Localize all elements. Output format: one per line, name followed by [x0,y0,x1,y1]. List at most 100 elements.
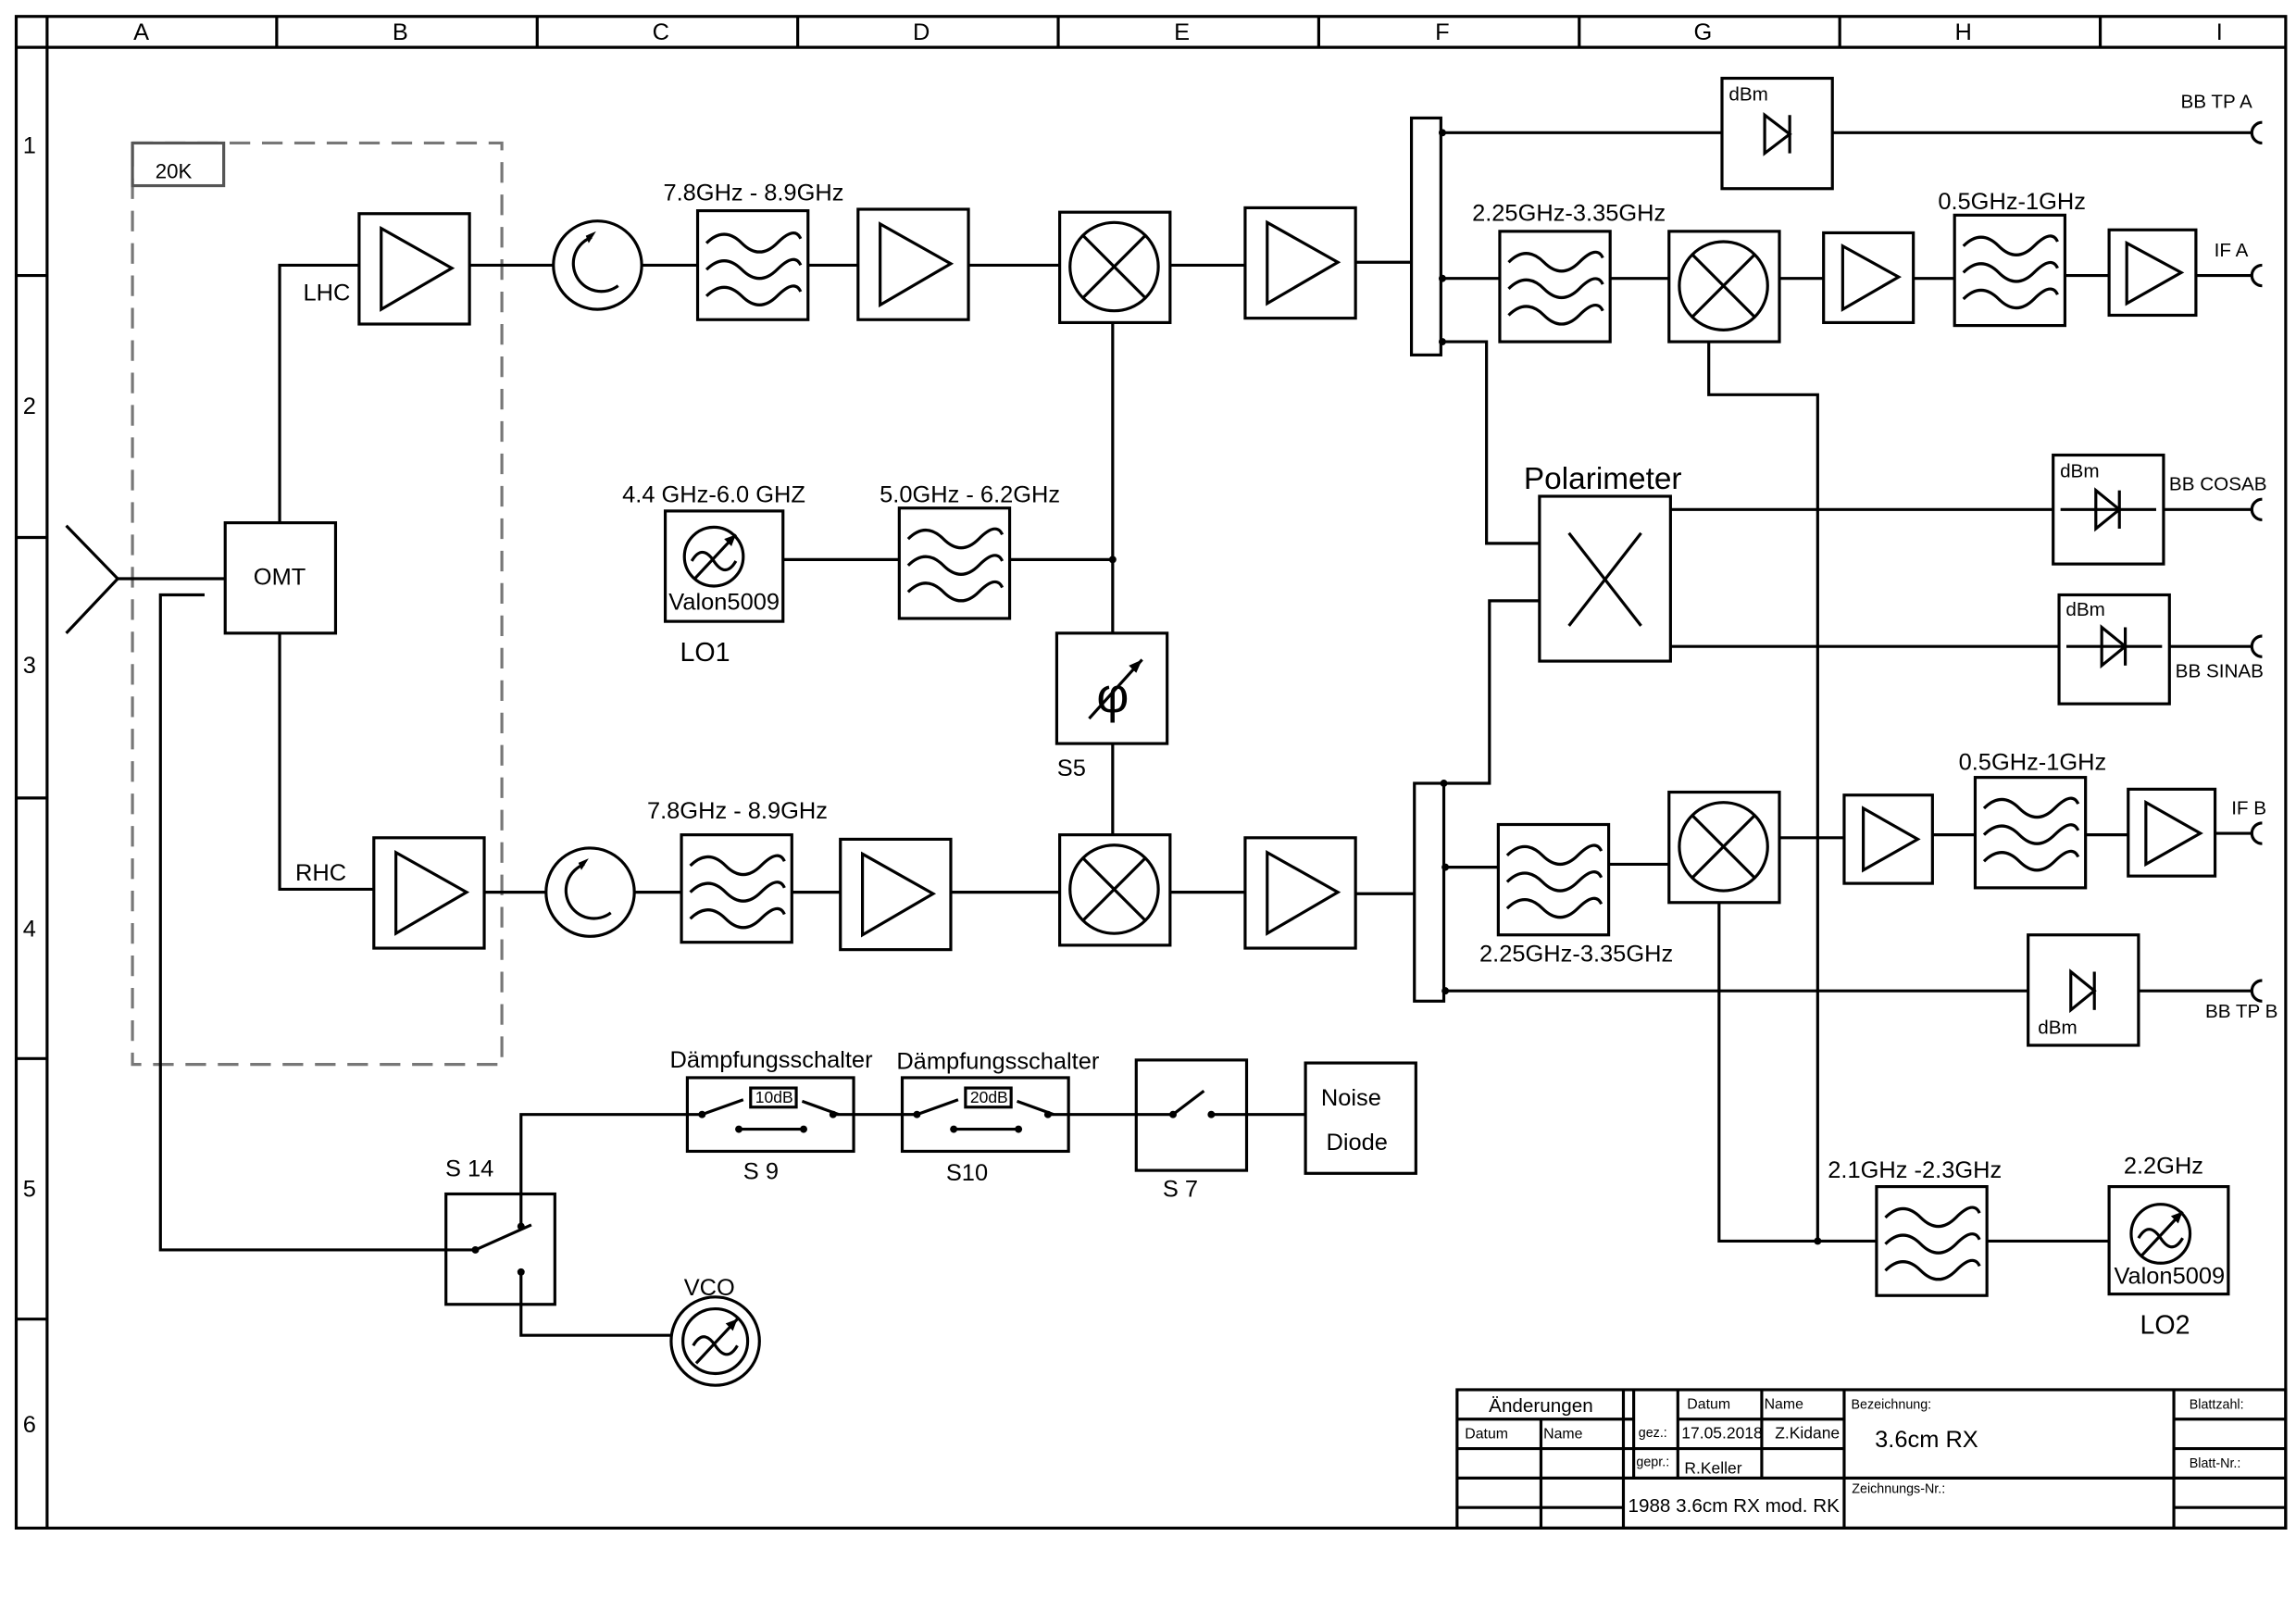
switch-s14 [444,1192,556,1306]
bb-lowpass-filter-a [1953,213,2066,328]
feed-horn-icon [65,524,226,634]
if-amp-rhc [1243,836,1357,950]
detector-bb-sinab [2057,593,2171,706]
tb-bezeichnung: 3.6cm RX [1875,1427,1978,1453]
port-connector-icon [2250,979,2263,1003]
amplifier-icon [2144,799,2203,868]
mixer-if-a [1667,230,1781,344]
lo1-freq-label: 4.4 GHz-6.0 GHZ [622,481,805,507]
splitter-a-taps [1438,129,2252,545]
amplifier-icon [879,221,955,308]
oscillator-icon [669,1295,761,1387]
noise-diode-line1: Noise [1321,1085,1381,1111]
dbm-label-b: dBm [2038,1017,2077,1038]
mixer-rf-rhc [1058,833,1172,947]
bandpass-filter-lhc [695,208,810,321]
splitter-a [1409,116,1442,356]
diode-icon [2069,968,2097,1014]
omt-label: OMT [254,564,306,590]
cal-injection-wire [158,593,446,1252]
if-filter-top-label: 2.25GHz-3.35GHz [1472,201,1666,227]
output-bb-tp-b: BB TP B [2205,1001,2277,1022]
amplifier-icon [1841,244,1902,312]
tb-gez-date: 17.05.2018 [1681,1423,1762,1442]
bandpass-filter-rhc [680,833,793,944]
row-label-5: 5 [23,1177,36,1203]
noise-diode-line2: Diode [1327,1130,1388,1156]
lo2-name-label: LO2 [2140,1311,2190,1341]
att2-name: S10 [946,1160,988,1186]
col-label-c: C [653,19,669,45]
lo2-freq-label: 2.2GHz [2124,1153,2203,1179]
dbm-label-a: dBm [1728,83,1767,105]
output-bb-sinab: BB SINAB [2176,661,2264,682]
port-connector-icon [2250,497,2263,522]
col-label-b: B [393,19,408,45]
lo2-bandpass-filter [1875,1184,1989,1297]
noise-diode-block [1304,1061,1417,1175]
port-connector-icon [2250,634,2263,658]
lo2-device-label: Valon5009 [2114,1264,2225,1290]
cryo-zone-tag [131,141,226,188]
tb-gez-name: Z.Kidane [1775,1423,1840,1442]
col-label-a: A [133,19,149,45]
row-label-2: 2 [23,394,36,419]
dbm-label-cosab: dBm [2060,460,2099,481]
tb-gepr-label: gepr.: [1636,1455,1669,1470]
lo2-synthesizer [2107,1185,2230,1296]
tb-datum-header: Datum [1687,1397,1730,1413]
circulator-arrow-icon [571,235,619,294]
if-amp-lhc [1243,206,1357,320]
col-label-d: D [913,19,930,45]
phase-shifter-name: S5 [1057,756,1086,781]
lo1-name-label: LO1 [680,638,730,668]
if-bandpass-filter-a [1498,230,1612,344]
lo1-filter-label: 5.0GHz - 6.2GHz [880,481,1060,507]
mixer-rf-lhc [1058,210,1172,324]
tb-blattzahl: Blattzahl: [2190,1398,2244,1413]
drawing-frame [14,15,2288,1530]
tb-name-col: Name [1543,1426,1583,1442]
output-bb-cosab: BB COSAB [2169,474,2267,495]
rf-amp-lhc [856,207,970,321]
bb-filter-bottom-label: 0.5GHz-1GHz [1959,750,2107,776]
vco-oscillator [669,1295,761,1387]
if-bandpass-filter-b [1496,822,1611,937]
isolator-lhc [552,219,643,311]
tb-zeichnungs-nr: Zeichnungs-Nr.: [1852,1481,1945,1496]
col-label-f: F [1435,19,1450,45]
lo1-device-label: Valon5009 [668,589,780,615]
omt-block [223,521,338,635]
output-if-b: IF B [2231,797,2266,818]
tb-changes: Änderungen [1489,1395,1593,1417]
row-labels: 1 2 3 4 5 6 [23,133,36,1438]
col-label-e: E [1174,19,1190,45]
col-label-g: G [1693,19,1712,45]
dbm-label-sinab: dBm [2065,599,2104,620]
detector-bb-tp-a [1720,76,1834,191]
phase-shifter [1054,631,1169,745]
omt-branch-wires [278,263,374,892]
att1-name: S 9 [743,1159,779,1185]
out-amp-b [2127,787,2217,878]
lo2-wires [1707,342,1877,1245]
tb-datum-col: Datum [1465,1426,1508,1442]
row-label-3: 3 [23,653,36,679]
attenuator-switch-s10 [900,1076,1070,1154]
bb-amp-b [1842,793,1934,885]
lo1-bandpass-filter [897,506,1012,620]
col-label-i: I [2216,19,2223,45]
output-if-a: IF A [2215,240,2249,261]
row-label-1: 1 [23,133,36,159]
if-filter-bottom-label: 2.25GHz-3.35GHz [1479,941,1673,967]
switch-s7 [1134,1058,1249,1172]
att2-title: Dämpfungsschalter [896,1048,1100,1074]
tb-gepr-name: R.Keller [1684,1459,1741,1478]
col-label-h: H [1955,19,1972,45]
lna-rhc [372,836,486,950]
amplifier-icon [394,849,470,936]
detector-bb-tp-b [2027,933,2140,1047]
bb-filter-top-label: 0.5GHz-1GHz [1938,189,2086,215]
bb-lowpass-filter-b [1973,776,2088,890]
